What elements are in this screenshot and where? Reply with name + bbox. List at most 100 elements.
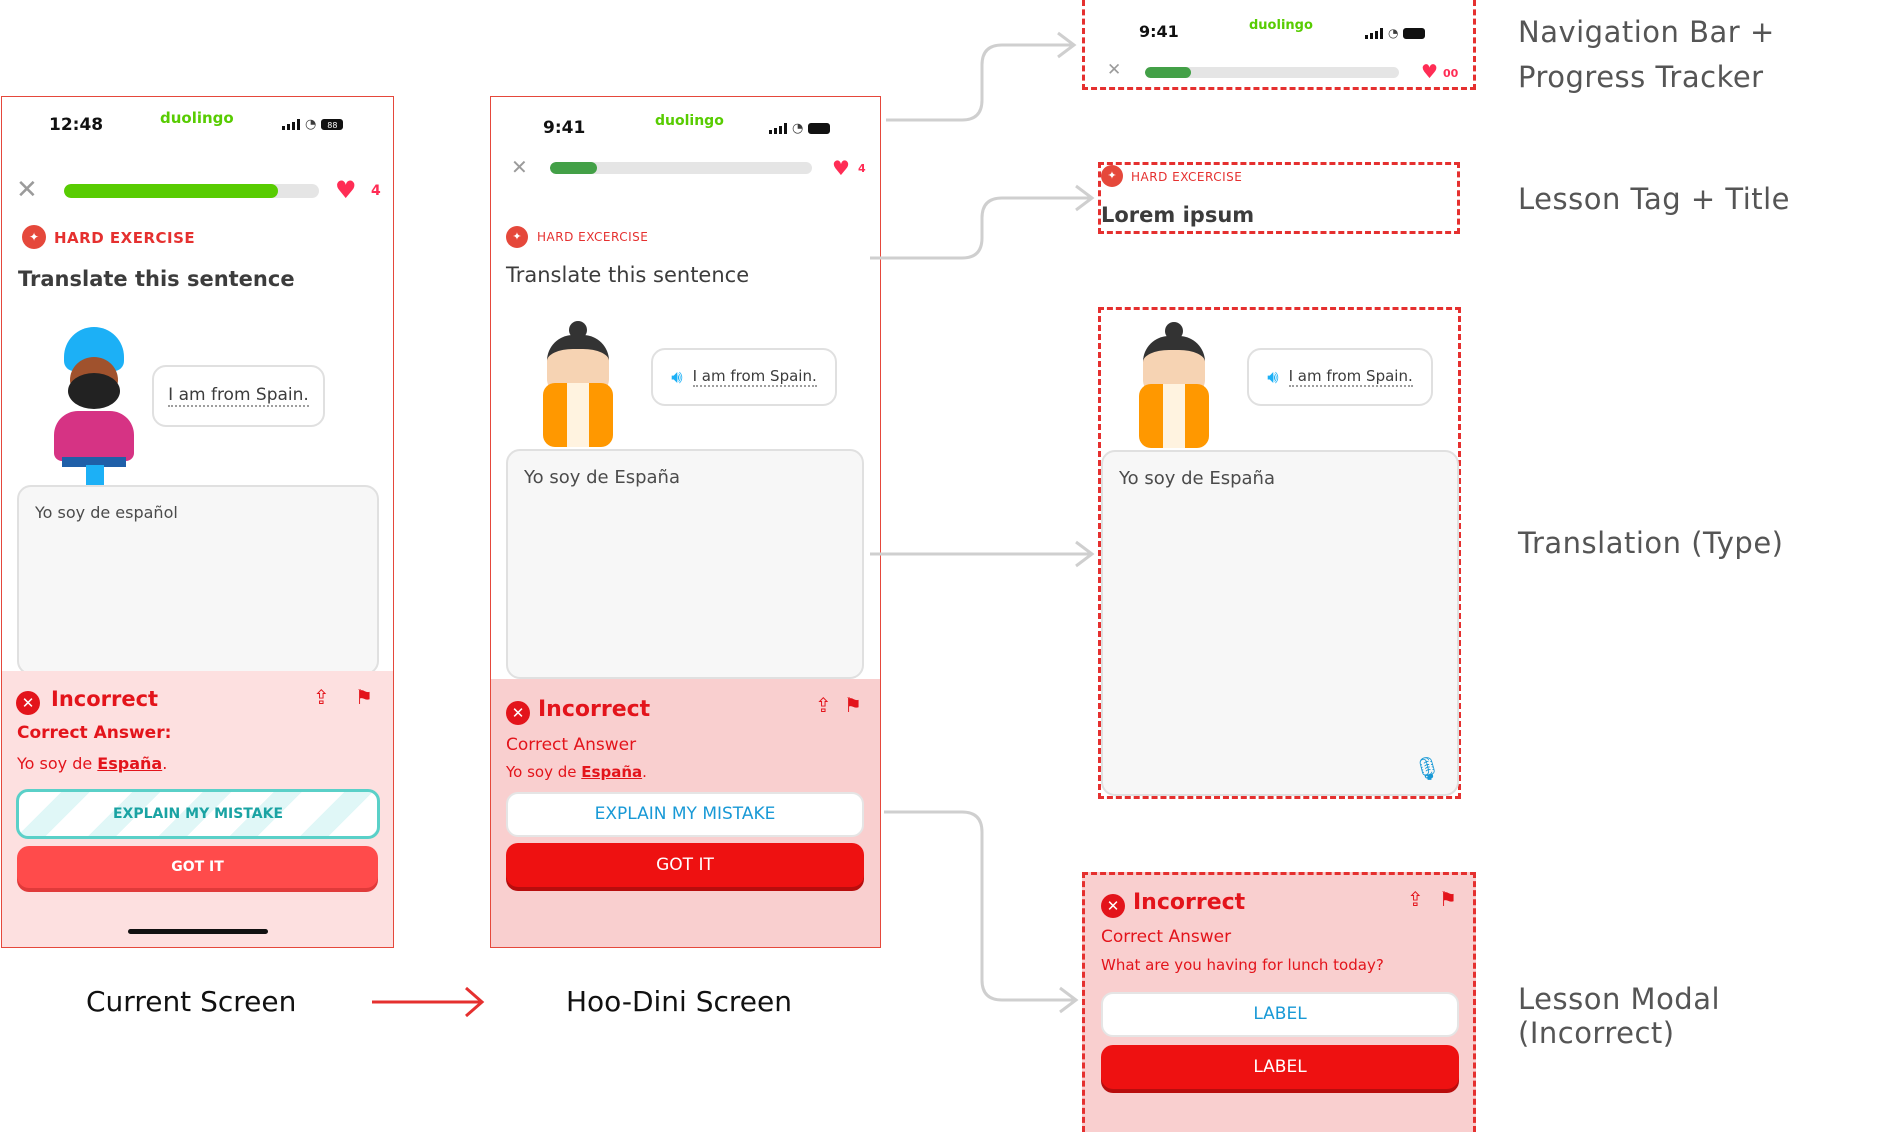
incorrect-title: Incorrect xyxy=(51,687,159,711)
status-time: 12:48 xyxy=(49,115,104,135)
lesson-title: Translate this sentence xyxy=(506,263,750,287)
explain-mistake-button[interactable]: EXPLAIN MY MISTAKE xyxy=(506,792,864,837)
lesson-tag: HARD EXERCISE xyxy=(54,229,196,247)
got-it-button[interactable]: GOT IT xyxy=(506,843,864,887)
progress-fill xyxy=(1145,67,1191,78)
character-illustration xyxy=(1129,322,1219,448)
home-indicator xyxy=(128,929,268,934)
microphone-icon[interactable]: 🎙︎ xyxy=(1413,757,1441,782)
battery-icon xyxy=(808,123,831,134)
lesson-tag-component: ✦ HARD EXCERCISE Lorem ipsum xyxy=(1098,162,1460,234)
heart-icon: ♥ xyxy=(335,176,357,204)
close-icon[interactable]: ✕ xyxy=(1107,60,1122,80)
status-icons: ◔ xyxy=(769,121,831,136)
speech-bubble[interactable]: 🔊︎ I am from Spain. xyxy=(1247,348,1433,406)
signal-icon xyxy=(769,123,787,134)
duolingo-logo: duolingo xyxy=(160,109,234,127)
primary-button[interactable]: LABEL xyxy=(1101,1045,1459,1089)
current-screen: 12:48 duolingo ◔ 88 ✕ ♥ 4 ✦ HARD EXERCIS… xyxy=(1,96,394,948)
input-value: Yo soy de español xyxy=(35,503,178,522)
speaker-icon[interactable]: 🔊︎ xyxy=(1267,366,1279,388)
lesson-modal-component: ✕ Incorrect ⇪ ⚑ Correct Answer What are … xyxy=(1082,872,1476,1132)
flag-icon[interactable]: ⚑ xyxy=(844,693,862,717)
speaker-icon[interactable]: 🔊︎ xyxy=(671,366,683,388)
explain-mistake-label: EXPLAIN MY MISTAKE xyxy=(594,804,776,824)
status-time: 9:41 xyxy=(543,118,586,138)
incorrect-title: Incorrect xyxy=(1133,890,1246,915)
correct-answer-text: Yo soy de España. xyxy=(17,754,168,773)
input-value: Yo soy de España xyxy=(524,467,680,488)
heart-icon: ♥ xyxy=(832,156,850,180)
dumbbell-icon: ✦ xyxy=(506,226,528,248)
nav-bar-label-line1: Navigation Bar + xyxy=(1518,15,1775,49)
lesson-tag: HARD EXCERCISE xyxy=(1131,170,1243,184)
speech-bubble[interactable]: 🔊︎ I am from Spain. xyxy=(651,348,837,406)
share-icon[interactable]: ⇪ xyxy=(815,693,832,717)
nav-bar-label-line2: Progress Tracker xyxy=(1518,60,1764,94)
translation-label: Translation (Type) xyxy=(1518,526,1784,560)
bubble-text: I am from Spain. xyxy=(168,385,309,407)
status-time: 9:41 xyxy=(1139,22,1179,41)
error-icon: ✕ xyxy=(16,691,40,715)
heart-icon: ♥ xyxy=(1421,61,1439,83)
wifi-icon: ◔ xyxy=(305,117,317,132)
progress-fill xyxy=(550,162,598,174)
hoodini-screen-caption: Hoo-Dini Screen xyxy=(566,985,792,1018)
lesson-tag-label: Lesson Tag + Title xyxy=(1518,182,1791,216)
progress-bar xyxy=(550,162,812,174)
incorrect-modal: ✕ Incorrect ⇪ ⚑ Correct Answer: Yo soy d… xyxy=(2,671,393,947)
transition-arrow xyxy=(372,986,485,1018)
correct-answer-text: What are you having for lunch today? xyxy=(1101,956,1384,974)
dumbbell-icon: ✦ xyxy=(22,225,46,249)
lesson-title: Lorem ipsum xyxy=(1101,203,1255,227)
correct-answer-label: Correct Answer: xyxy=(17,723,172,743)
bubble-text: I am from Spain. xyxy=(692,367,817,387)
hoodini-screen: 9:41 duolingo ◔ ✕ ♥ 4 ✦ HARD EXCERCISE T… xyxy=(490,96,881,948)
explain-mistake-button[interactable]: EXPLAIN MY MISTAKE xyxy=(16,789,380,839)
progress-bar xyxy=(64,184,319,198)
got-it-label: GOT IT xyxy=(171,859,224,875)
incorrect-title: Incorrect xyxy=(538,697,651,722)
progress-fill xyxy=(64,184,279,198)
close-icon[interactable]: ✕ xyxy=(511,155,528,179)
arrow-right-icon xyxy=(372,986,485,1018)
lesson-modal-label: Lesson Modal (Incorrect) xyxy=(1518,982,1721,1050)
current-screen-caption: Current Screen xyxy=(86,985,297,1018)
signal-icon xyxy=(282,119,300,130)
character-illustration xyxy=(533,321,623,447)
correct-answer-label: Correct Answer xyxy=(506,735,637,755)
share-icon[interactable]: ⇪ xyxy=(313,685,330,709)
flag-icon[interactable]: ⚑ xyxy=(355,685,373,709)
bubble-text: I am from Spain. xyxy=(1288,367,1413,387)
translation-component: 🔊︎ I am from Spain. Yo soy de España 🎙︎ xyxy=(1098,307,1461,799)
secondary-button[interactable]: LABEL xyxy=(1101,992,1459,1037)
dumbbell-icon: ✦ xyxy=(1101,165,1123,187)
translation-input[interactable]: Yo soy de España 🎙︎ xyxy=(1101,450,1459,796)
heart-count: 4 xyxy=(371,183,381,199)
signal-icon xyxy=(1365,27,1383,39)
character-illustration xyxy=(42,327,147,485)
error-icon: ✕ xyxy=(1101,894,1125,918)
wifi-icon: ◔ xyxy=(1388,26,1399,40)
nav-bar-label: Navigation Bar + Progress Tracker xyxy=(1518,10,1775,100)
explain-mistake-label: EXPLAIN MY MISTAKE xyxy=(112,806,284,822)
secondary-button-label: LABEL xyxy=(1253,1004,1307,1024)
heart-count: 4 xyxy=(858,162,866,175)
close-icon[interactable]: ✕ xyxy=(16,175,38,205)
input-value: Yo soy de España xyxy=(1119,468,1275,489)
got-it-button[interactable]: GOT IT xyxy=(17,846,378,888)
progress-bar xyxy=(1145,67,1399,78)
battery-icon xyxy=(1403,27,1426,39)
translation-input[interactable]: Yo soy de España xyxy=(506,449,864,679)
status-icons: ◔ xyxy=(1365,26,1426,40)
flag-icon[interactable]: ⚑ xyxy=(1439,887,1457,911)
battery-icon: 88 xyxy=(321,119,344,130)
status-icons: ◔ 88 xyxy=(282,117,344,132)
lesson-tag: HARD EXCERCISE xyxy=(537,230,649,244)
correct-answer-label: Correct Answer xyxy=(1101,927,1232,947)
nav-bar-component: 9:41 duolingo ◔ ✕ ♥ 00 xyxy=(1082,0,1476,90)
share-icon[interactable]: ⇪ xyxy=(1407,887,1424,911)
speech-bubble[interactable]: I am from Spain. xyxy=(152,365,325,427)
correct-answer-text: Yo soy de España. xyxy=(506,763,647,781)
